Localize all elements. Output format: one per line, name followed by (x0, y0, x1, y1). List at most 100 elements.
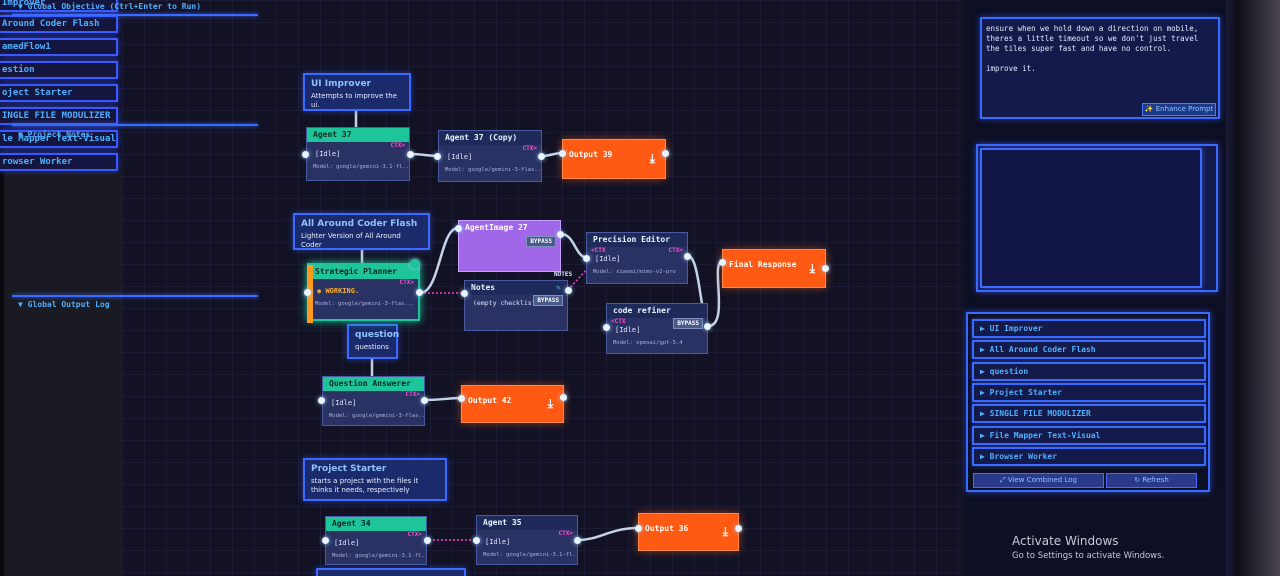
input-port[interactable] (603, 324, 610, 331)
watermark-title: Activate Windows (1012, 534, 1119, 548)
output-36[interactable]: Output 36 ⤓ (638, 513, 739, 551)
watermark-subtitle: Go to Settings to activate Windows. (1012, 551, 1165, 561)
section-divider (12, 295, 258, 297)
sidebar-item-project-starter[interactable]: oject Starter (0, 84, 118, 102)
input-port[interactable] (304, 289, 311, 296)
log-item-project-starter[interactable]: ▶ Project Starter (972, 383, 1206, 402)
input-port[interactable] (583, 255, 590, 262)
output-port[interactable] (557, 231, 564, 238)
group-project-starter[interactable]: Project Starter starts a project with th… (303, 458, 447, 501)
working-icon: ◉ (317, 287, 326, 295)
sidebar-item-single-file[interactable]: INGLE FILE MODULIZER (0, 107, 118, 125)
enhance-prompt-button[interactable]: ✨ Enhance Prompt (1142, 103, 1216, 116)
output-42[interactable]: Output 42 ⤓ (461, 385, 564, 423)
output-port[interactable] (560, 394, 567, 401)
download-icon[interactable]: ⤓ (547, 396, 553, 411)
sidebar-item-all-around[interactable]: Around Coder Flash (0, 15, 118, 33)
node-model: Model: xiaomi/mimo-v2-pro (593, 269, 676, 275)
node-status: [Idle] (595, 255, 621, 263)
log-item-question[interactable]: ▶ question (972, 362, 1206, 381)
download-icon[interactable]: ⤓ (722, 524, 728, 539)
objective-header[interactable]: ▼ Global Objective (Ctrl+Enter to Run) (18, 2, 202, 11)
node-agent-35[interactable]: Agent 35 CTX> [Idle] Model: google/gemin… (476, 515, 578, 565)
output-port[interactable] (416, 289, 423, 296)
sidebar-item-ui-improver[interactable]: Improver (0, 0, 118, 12)
node-canvas[interactable] (122, 0, 964, 576)
sidebar-item-file-mapper[interactable]: le Mapper Text-Visual (0, 130, 118, 148)
sidebar-item-browser-worker[interactable]: rowser Worker (0, 153, 118, 171)
edit-icon[interactable]: ✎ (556, 283, 561, 292)
input-port[interactable] (434, 153, 441, 160)
sidebar-item-question[interactable]: estion (0, 61, 118, 79)
input-port[interactable] (719, 259, 726, 266)
input-port[interactable] (302, 151, 309, 158)
notes-content: (empty checklist) (473, 299, 540, 307)
node-code-refiner[interactable]: code refiner <CTX BYPASS [Idle] Model: o… (606, 303, 708, 354)
output-port[interactable] (407, 151, 414, 158)
node-status: [Idle] (447, 153, 473, 161)
node-status: [Idle] (334, 539, 360, 547)
global-log-header[interactable]: ▼ Global Output Log (18, 300, 110, 309)
node-notes[interactable]: Notes ✎ (empty checklist) BYPASS (464, 280, 568, 331)
input-port[interactable] (635, 525, 642, 532)
objective-text[interactable]: ensure when we hold down a direction on … (986, 24, 1199, 73)
ctx-out-label: CTX> (522, 145, 537, 152)
download-icon[interactable]: ⤓ (809, 261, 815, 275)
log-item-all-around[interactable]: ▶ All Around Coder Flash (972, 340, 1206, 359)
project-notes-header[interactable]: ▼ Project Notes (18, 130, 91, 139)
input-port[interactable] (322, 537, 329, 544)
node-title: Agent 37 (Copy) (439, 131, 541, 145)
input-port[interactable] (455, 225, 462, 232)
group-all-around[interactable]: All Around Coder Flash Lighter Version o… (293, 213, 430, 250)
log-item-file-mapper[interactable]: ▶ File Mapper Text-Visual (972, 426, 1206, 445)
output-port[interactable] (424, 537, 431, 544)
output-port[interactable] (574, 537, 581, 544)
output-port[interactable] (538, 153, 545, 160)
input-port[interactable] (318, 397, 325, 404)
output-port[interactable] (684, 253, 691, 260)
view-combined-log-button[interactable]: ⤢ View Combined Log (973, 473, 1104, 488)
group-partial[interactable] (316, 568, 466, 576)
output-port[interactable] (565, 287, 572, 294)
group-question[interactable]: question questions (347, 324, 400, 359)
output-port[interactable] (735, 525, 742, 532)
group-ui-improver[interactable]: UI Improver Attempts to improve the ui. (303, 73, 411, 111)
input-port[interactable] (473, 537, 480, 544)
output-39[interactable]: Output 39 ⤓ (562, 139, 666, 179)
output-final-response[interactable]: Final Response ⤓ (722, 249, 826, 288)
output-port[interactable] (822, 265, 829, 272)
node-status: [Idle] (331, 399, 357, 407)
project-notes-inner[interactable] (980, 148, 1202, 288)
activate-windows-watermark: Activate Windows Go to Settings to activ… (1012, 534, 1164, 561)
output-port[interactable] (662, 150, 669, 157)
node-agent-image-27[interactable]: AgentImage 27 BYPASS (458, 220, 561, 272)
output-label: Output 36 (645, 524, 689, 533)
node-title: Agent 34 (326, 517, 426, 531)
bypass-badge[interactable]: BYPASS (526, 236, 556, 247)
input-port[interactable] (458, 395, 465, 402)
bypass-badge[interactable]: BYPASS (533, 295, 563, 306)
download-icon[interactable]: ⤓ (649, 151, 655, 166)
node-question-answerer[interactable]: Question Answerer CTX> [Idle] Model: goo… (322, 376, 425, 426)
node-agent-37[interactable]: Agent 37 CTX> [Idle] Model: google/gemin… (306, 127, 410, 181)
group-title: All Around Coder Flash (301, 219, 418, 229)
log-item-ui-improver[interactable]: ▶ UI Improver (972, 319, 1206, 338)
node-agent-37-copy[interactable]: Agent 37 (Copy) CTX> [Idle] Model: googl… (438, 130, 542, 182)
node-strategic-planner[interactable]: Strategic Planner CTX> ◉ WORKING. Model:… (307, 263, 420, 323)
output-port[interactable] (421, 397, 428, 404)
output-port[interactable] (704, 323, 711, 330)
input-port[interactable] (461, 290, 468, 297)
objective-textarea[interactable] (980, 17, 1220, 119)
node-model: Model: google/gemini-3-flas... (445, 167, 541, 173)
bypass-badge[interactable]: BYPASS (673, 318, 703, 329)
node-model: Model: google/gemini-3.1-fl... (483, 552, 577, 558)
group-description: Attempts to improve the ui. (311, 92, 397, 109)
group-title: question (355, 330, 400, 340)
log-item-single-file[interactable]: ▶ SINGLE FILE MODULIZER (972, 404, 1206, 423)
input-port[interactable] (559, 150, 566, 157)
sidebar-item-unnamed-flow[interactable]: amedFlow1 (0, 38, 118, 56)
node-precision-editor[interactable]: Precision Editor <CTX CTX> [Idle] Model:… (586, 232, 688, 284)
refresh-button[interactable]: ↻ Refresh (1106, 473, 1197, 488)
log-item-browser-worker[interactable]: ▶ Browser Worker (972, 447, 1206, 466)
node-agent-34[interactable]: Agent 34 CTX> [Idle] Model: google/gemin… (325, 516, 427, 565)
